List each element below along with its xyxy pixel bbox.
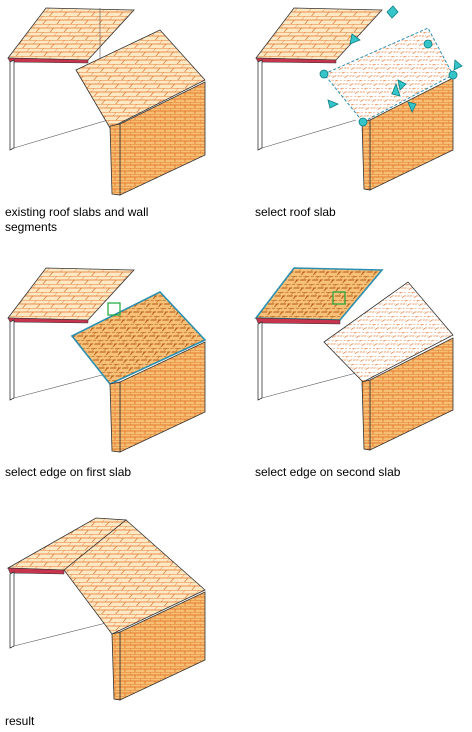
right-wall-edge — [361, 119, 371, 191]
right-roof-slab — [323, 281, 454, 383]
caption-existing: existing roof slabs and wall segments — [5, 205, 152, 234]
left-wall — [257, 59, 263, 151]
caption-first-edge: select edge on first slab — [5, 465, 132, 479]
left-wall — [9, 319, 15, 401]
right-wall-edge — [109, 123, 121, 196]
caption-select-roof: select roof slab — [255, 205, 336, 219]
left-wall — [9, 571, 15, 649]
right-roof-slab — [75, 29, 206, 129]
roof-selected-illustration — [255, 5, 463, 191]
right-wall-edge — [109, 381, 121, 453]
right-wall-edge — [111, 631, 121, 701]
panel-result: result — [0, 510, 236, 732]
grip-handles[interactable] — [319, 5, 463, 127]
second-edge-illustration — [254, 267, 454, 451]
first-edge-illustration — [7, 267, 207, 453]
caption-result: result — [5, 714, 35, 728]
left-roof-fascia — [7, 57, 89, 64]
left-wall — [9, 59, 15, 151]
edge-pick-marker — [332, 291, 346, 305]
left-roof-slab — [255, 7, 383, 61]
joined-right-roof-slab — [63, 519, 206, 635]
left-wall — [257, 321, 263, 401]
right-wall-edge — [361, 379, 371, 451]
panel-first-edge: select edge on first slab — [0, 260, 236, 490]
result-illustration — [6, 517, 206, 701]
highlighted-left-roof-slab — [254, 267, 384, 321]
panel-second-edge: select edge on second slab — [248, 260, 472, 490]
panel-select-roof: select roof slab — [248, 0, 472, 240]
caption-second-edge: select edge on second slab — [255, 465, 401, 479]
left-roof-slab — [7, 267, 135, 321]
edge-pick-marker — [107, 302, 121, 316]
panel-existing: existing roof slabs and wall segments — [0, 0, 236, 240]
highlighted-roof-slab — [70, 291, 207, 385]
roof-wall-illustration — [7, 7, 206, 196]
